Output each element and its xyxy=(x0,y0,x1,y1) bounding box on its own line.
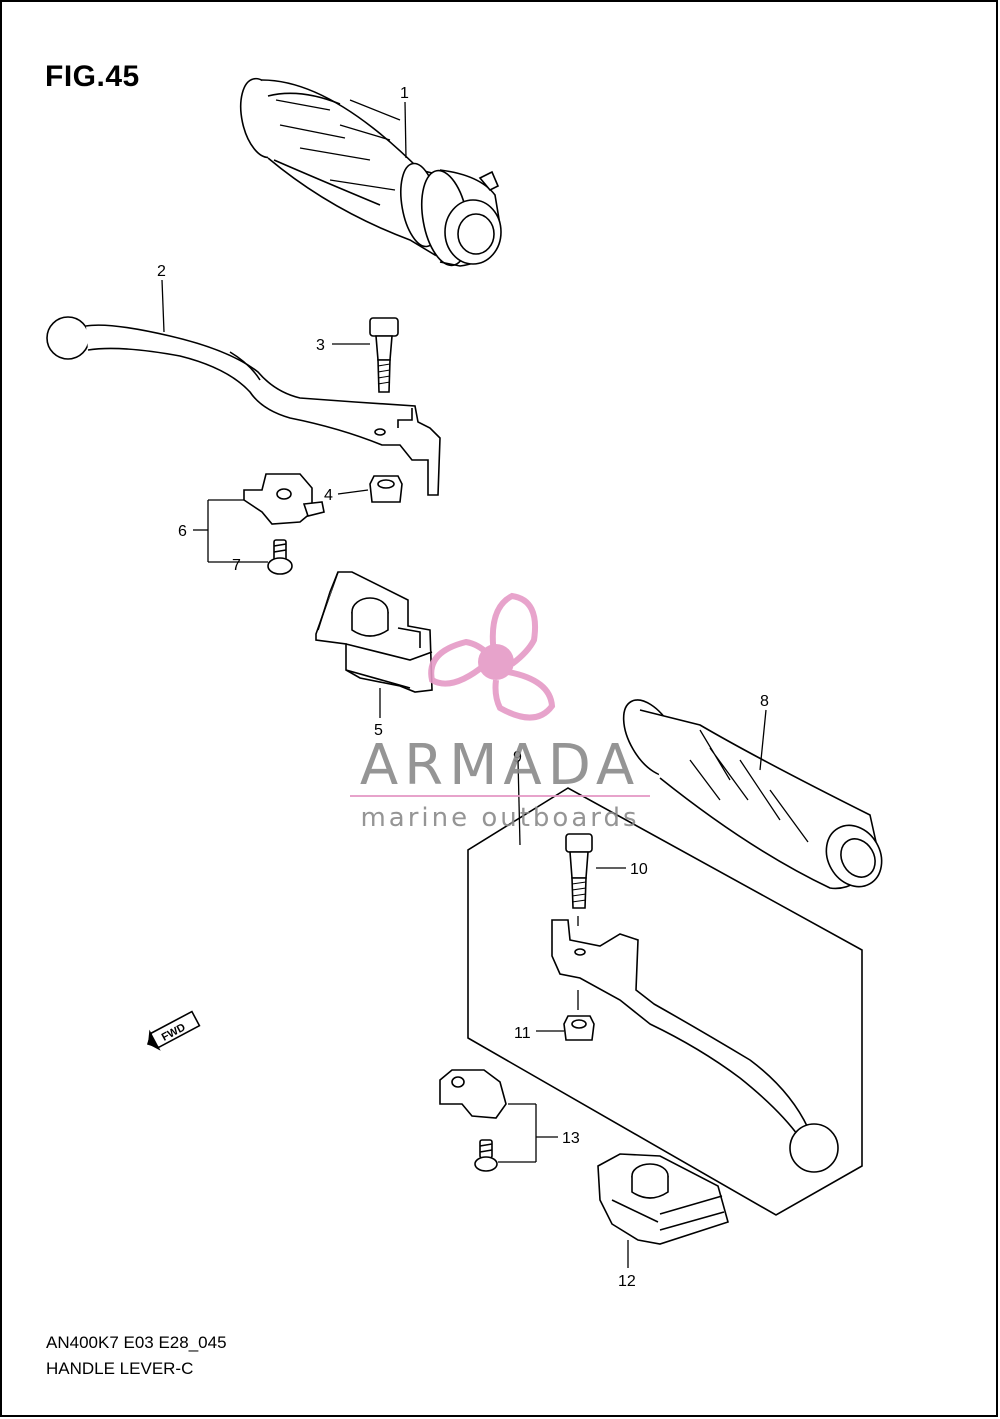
part-nut-11[interactable] xyxy=(563,1015,595,1041)
callout-12: 12 xyxy=(618,1273,636,1290)
callout-1: 1 xyxy=(400,85,409,102)
watermark-brand: ARMADA xyxy=(360,733,640,798)
part-lever-left[interactable] xyxy=(46,316,441,496)
callout-6: 6 xyxy=(178,523,187,540)
propeller-icon xyxy=(428,592,556,721)
callout-3: 3 xyxy=(316,337,325,354)
figure-code: AN400K7 E03 E28_045 xyxy=(46,1333,227,1352)
leader-lines xyxy=(161,101,767,1268)
callout-2: 2 xyxy=(157,263,166,280)
callout-11: 11 xyxy=(514,1025,531,1042)
part-holder-12[interactable] xyxy=(597,1153,729,1245)
part-bolt-3[interactable] xyxy=(369,317,399,393)
part-bolt-10[interactable] xyxy=(565,833,593,909)
figure-name: HANDLE LEVER-C xyxy=(46,1359,194,1378)
assembly-outline-9 xyxy=(467,787,863,1216)
propeller-hub xyxy=(478,644,514,680)
armada-logo: ARMADA marine outboards xyxy=(350,592,650,833)
part-grip-left[interactable] xyxy=(234,75,502,269)
part-holder-5[interactable] xyxy=(315,571,433,693)
figure-title: FIG.45 xyxy=(45,60,140,93)
fwd-arrow-icon: FWD xyxy=(146,1010,201,1051)
watermark-tagline: marine outboards xyxy=(360,803,639,833)
part-lever-right[interactable] xyxy=(551,919,839,1173)
callout-9: 9 xyxy=(513,749,522,766)
fwd-label: FWD xyxy=(160,1021,188,1043)
callout-4: 4 xyxy=(324,487,333,504)
callout-10: 10 xyxy=(630,861,648,878)
part-switch-13[interactable] xyxy=(439,1069,507,1172)
part-switch-6[interactable] xyxy=(243,473,325,525)
part-screw-7[interactable] xyxy=(267,539,293,575)
callout-8: 8 xyxy=(760,693,769,710)
part-nut-4[interactable] xyxy=(369,475,403,503)
callout-5: 5 xyxy=(374,722,383,739)
part-grip-right[interactable] xyxy=(612,691,893,897)
callout-13: 13 xyxy=(562,1130,580,1147)
callout-7: 7 xyxy=(232,557,241,574)
